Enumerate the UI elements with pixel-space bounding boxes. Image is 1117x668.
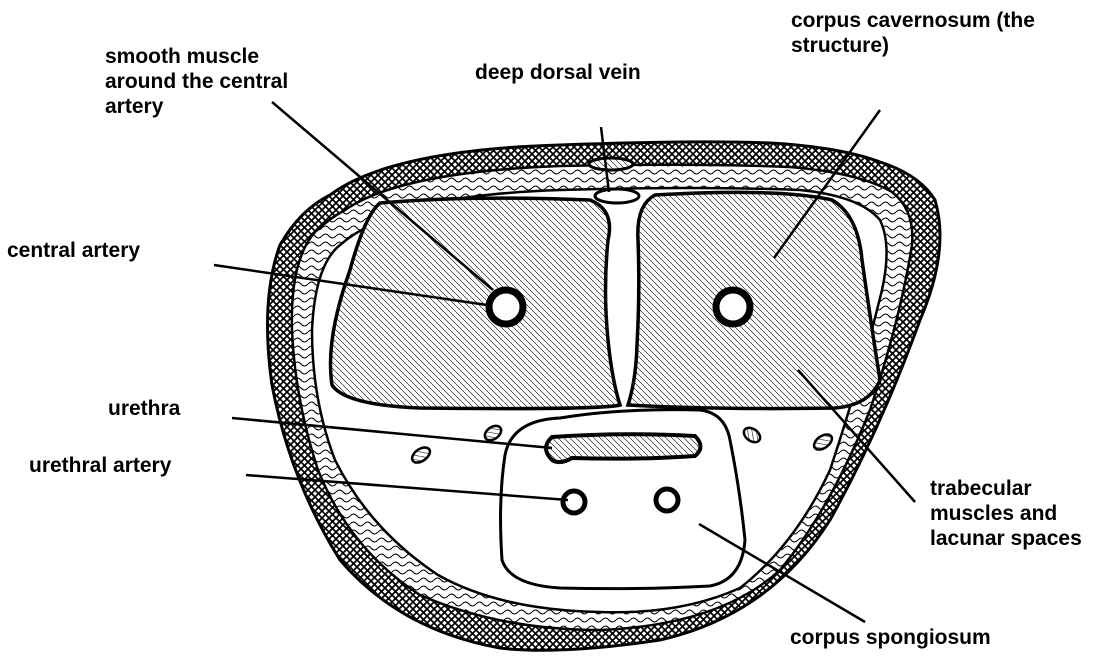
label-trabecular: trabecular muscles and lacunar spaces: [930, 476, 1082, 551]
label-corpus-spongiosum: corpus spongiosum: [790, 625, 991, 650]
right-urethral-artery: [656, 489, 678, 511]
right-corpus-cavernosum: [628, 192, 880, 408]
urethra: [546, 434, 701, 462]
label-smooth-muscle: smooth muscle around the central artery: [105, 44, 288, 119]
label-deep-dorsal-vein: deep dorsal vein: [475, 60, 641, 85]
label-corpus-cavernosum: corpus cavernosum (the structure): [791, 8, 1035, 58]
label-urethra: urethra: [108, 396, 180, 421]
left-central-artery: [489, 290, 523, 324]
label-urethral-artery: urethral artery: [29, 453, 171, 478]
deep-dorsal-vein: [589, 158, 633, 170]
left-urethral-artery: [563, 491, 585, 513]
deep-dorsal-artery: [595, 189, 639, 203]
label-central-artery: central artery: [7, 238, 140, 263]
right-central-artery: [716, 290, 750, 324]
